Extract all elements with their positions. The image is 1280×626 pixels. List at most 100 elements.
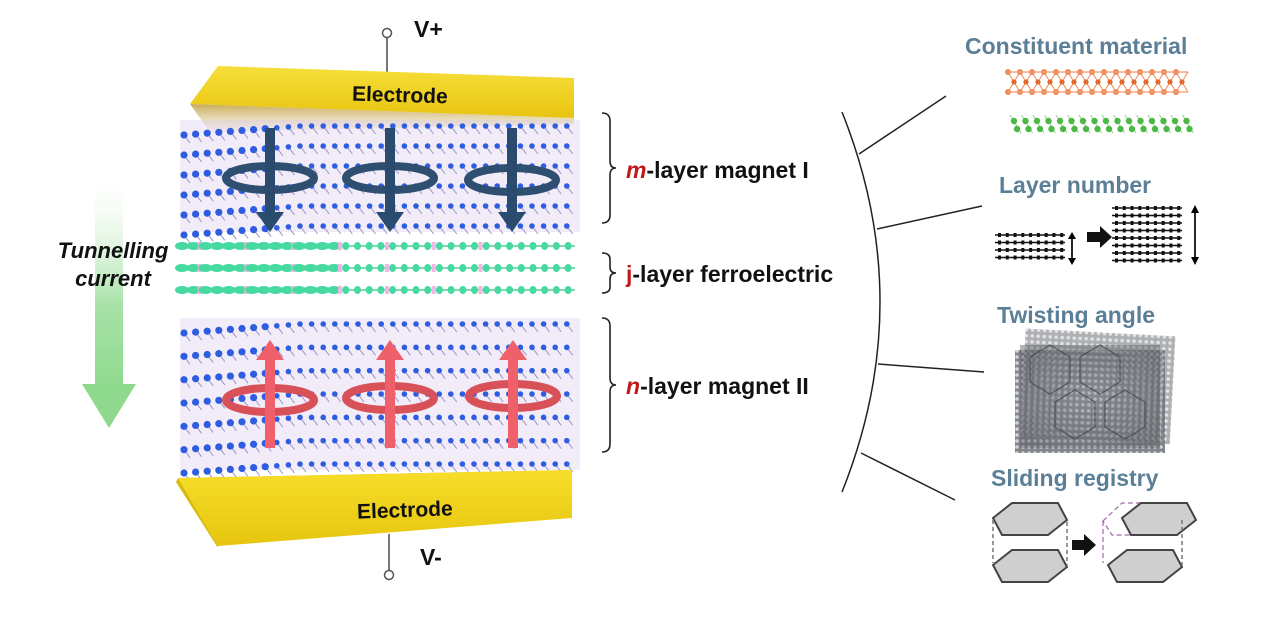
atom bbox=[448, 367, 454, 374]
atom bbox=[390, 461, 396, 467]
atom bbox=[1177, 251, 1181, 255]
brace-ferroelectric bbox=[601, 252, 617, 294]
atom bbox=[494, 461, 501, 467]
atom bbox=[366, 414, 373, 421]
arrow-head bbox=[499, 340, 527, 360]
atom bbox=[203, 420, 211, 429]
atom bbox=[1138, 213, 1142, 218]
atom bbox=[192, 375, 200, 383]
atom bbox=[274, 323, 280, 329]
atom bbox=[215, 350, 223, 358]
spin-down-arrow bbox=[464, 128, 560, 232]
atom bbox=[1146, 213, 1150, 218]
atom bbox=[436, 203, 443, 209]
atom bbox=[250, 206, 258, 214]
atom bbox=[250, 417, 258, 425]
atom bbox=[342, 286, 350, 294]
atom bbox=[482, 223, 489, 229]
atom bbox=[506, 123, 512, 129]
atom bbox=[517, 391, 524, 397]
atom bbox=[192, 328, 200, 336]
atom bbox=[517, 437, 524, 444]
atom bbox=[1048, 125, 1055, 133]
atom bbox=[564, 437, 570, 444]
atom bbox=[436, 414, 443, 421]
atom bbox=[1138, 243, 1142, 248]
spin-up-arrows bbox=[222, 340, 561, 448]
atom bbox=[517, 203, 524, 209]
atom bbox=[308, 223, 315, 229]
atom bbox=[412, 242, 420, 250]
atom bbox=[413, 143, 419, 149]
knob-title-sliding-registry: Sliding registry bbox=[991, 465, 1159, 491]
atom bbox=[1138, 236, 1142, 240]
atom bbox=[998, 255, 1001, 260]
layer-description: -layer magnet II bbox=[640, 373, 809, 399]
atom bbox=[343, 414, 350, 421]
atom bbox=[215, 396, 223, 404]
atom bbox=[494, 391, 501, 397]
atom bbox=[448, 163, 454, 169]
atom bbox=[192, 421, 200, 430]
atom bbox=[1105, 125, 1113, 133]
atom bbox=[424, 461, 431, 467]
atom bbox=[1021, 255, 1025, 260]
layer-variable: j bbox=[626, 261, 633, 287]
atom bbox=[332, 223, 338, 229]
atom bbox=[355, 344, 361, 351]
atom bbox=[1095, 79, 1101, 85]
atom bbox=[342, 242, 350, 250]
atom bbox=[412, 286, 420, 294]
tunnelling-current-arrow bbox=[82, 178, 136, 428]
spin-up-arrow bbox=[222, 340, 318, 448]
atom bbox=[297, 223, 303, 229]
terminal-label-negative: V- bbox=[420, 544, 442, 570]
atom bbox=[471, 321, 477, 327]
atom bbox=[1115, 243, 1118, 248]
atom bbox=[378, 203, 385, 209]
atom bbox=[274, 369, 280, 376]
atom bbox=[448, 183, 454, 189]
atom bbox=[1005, 240, 1009, 245]
atom bbox=[354, 286, 361, 294]
atom bbox=[377, 264, 385, 272]
atom bbox=[435, 264, 443, 272]
atom bbox=[192, 398, 200, 406]
atom bbox=[297, 367, 303, 374]
atom bbox=[1169, 228, 1173, 233]
atom bbox=[1115, 221, 1118, 225]
atom bbox=[998, 240, 1001, 245]
knob-title-constituent-material: Constituent material bbox=[965, 33, 1188, 59]
atom bbox=[564, 286, 572, 294]
atom bbox=[366, 223, 373, 229]
atom bbox=[529, 143, 535, 149]
atom bbox=[436, 344, 443, 351]
atom bbox=[506, 286, 514, 294]
atom bbox=[998, 248, 1001, 252]
atom bbox=[198, 264, 213, 272]
atom bbox=[343, 367, 350, 374]
atom bbox=[198, 286, 213, 294]
atom bbox=[308, 203, 315, 209]
atom bbox=[226, 442, 234, 450]
atom bbox=[186, 242, 201, 250]
atom bbox=[540, 223, 547, 229]
atom bbox=[1146, 258, 1150, 263]
atom bbox=[1122, 236, 1126, 240]
atom bbox=[389, 286, 397, 294]
atom bbox=[401, 123, 408, 129]
atom bbox=[424, 203, 431, 209]
magnet-i-layer bbox=[180, 120, 580, 244]
atom bbox=[180, 329, 188, 337]
atom bbox=[1023, 79, 1029, 85]
atom bbox=[552, 264, 560, 272]
atom bbox=[459, 437, 466, 444]
atom bbox=[355, 203, 361, 209]
atom bbox=[215, 128, 223, 136]
atom bbox=[436, 223, 443, 229]
atom bbox=[366, 391, 373, 397]
atom bbox=[238, 226, 246, 235]
atom bbox=[1060, 255, 1064, 260]
layer-variable: m bbox=[626, 157, 647, 183]
atom bbox=[540, 414, 547, 421]
